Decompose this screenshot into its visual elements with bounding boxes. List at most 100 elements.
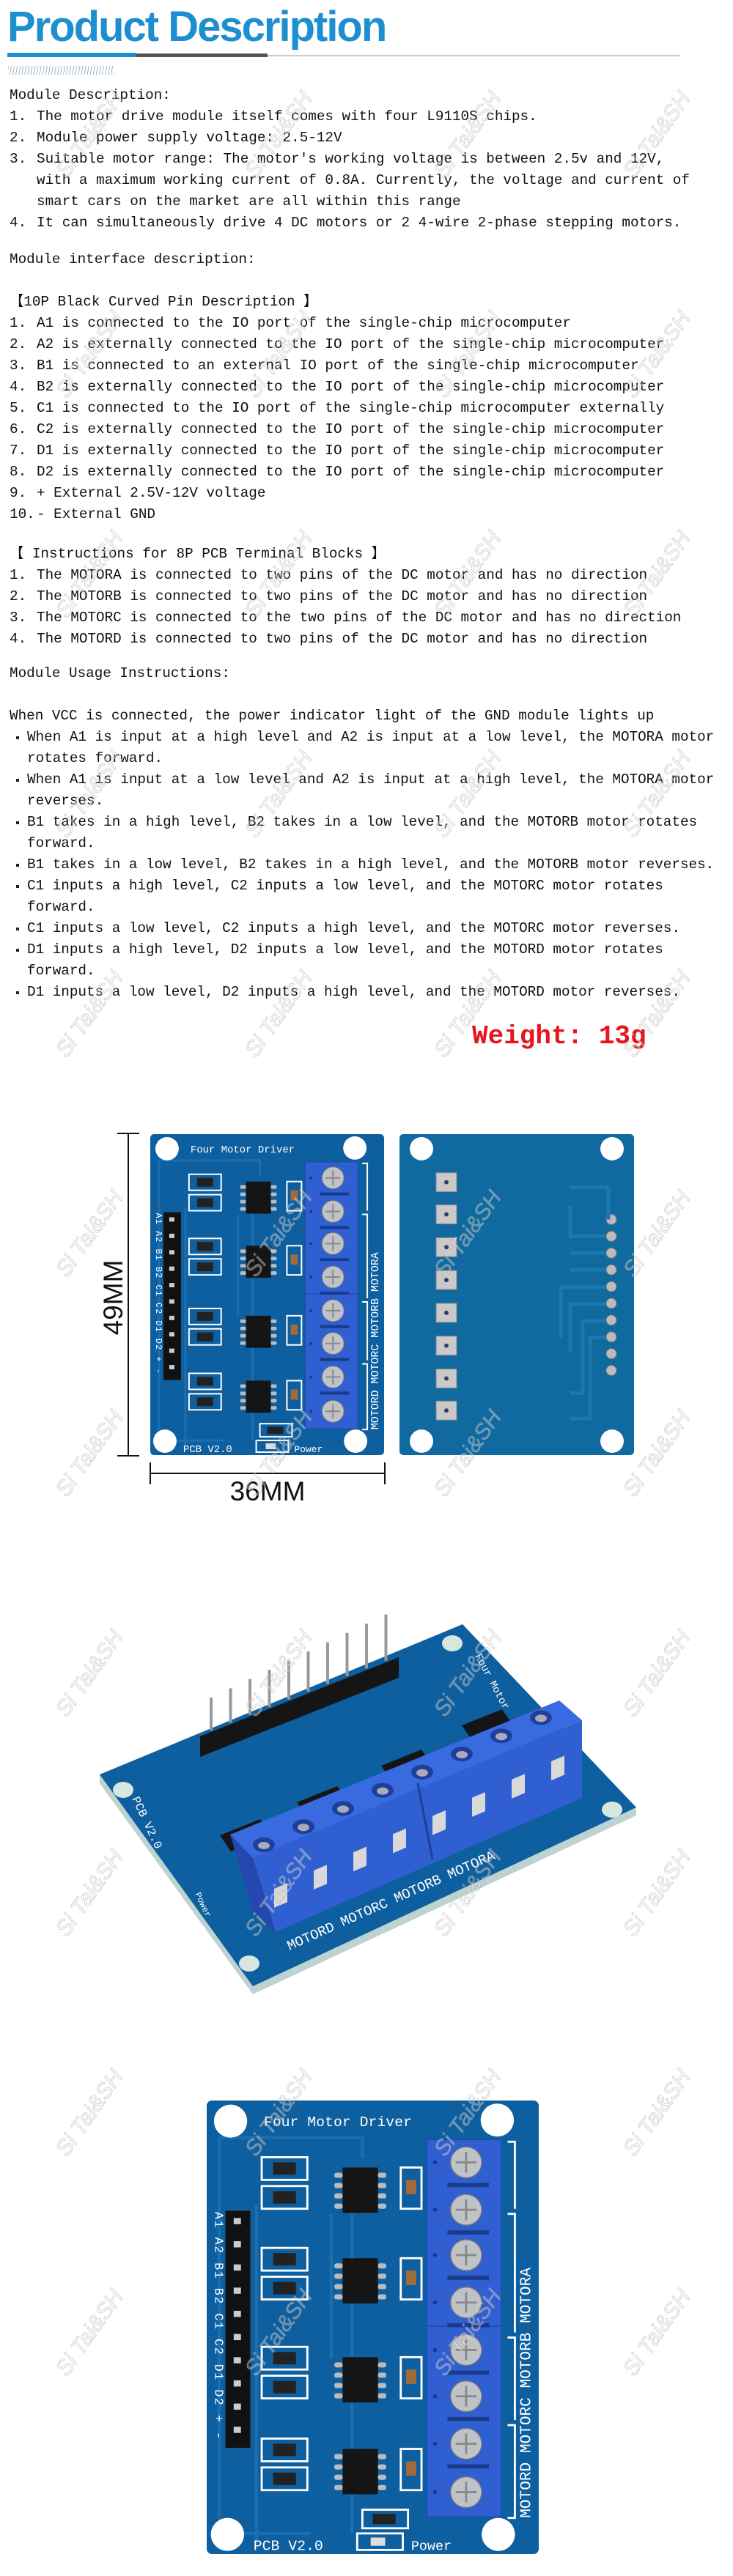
item-text: The motor drive module itself comes with…: [37, 108, 537, 125]
pcb-back: [399, 1134, 634, 1455]
svg-text:A1 A2 B1 B2 C1 C2 D1 D2 + -: A1 A2 B1 B2 C1 C2 D1 D2 + -: [210, 2212, 224, 2440]
pin-label: A2: [210, 2238, 224, 2254]
list-item: 5.C1 is connected to the IO port of the …: [10, 398, 664, 419]
header-pad: [605, 1365, 617, 1376]
solder-pad: [435, 1369, 457, 1388]
item-number: 4.: [10, 631, 27, 647]
bullet-text: D1 inputs a low level, D2 inputs a high …: [27, 984, 680, 1000]
heading-text: Module Description:: [10, 87, 171, 103]
pin-header: [200, 1657, 399, 1757]
watermark: Si Tai&SH: [51, 2284, 129, 2380]
usage-intro: When VCC is connected, the power indicat…: [10, 706, 714, 727]
bullet-item: forward.: [10, 833, 714, 854]
header-pad: [605, 1230, 617, 1242]
subsection-title: 【10P Black Curved Pin Description 】: [10, 292, 664, 313]
svg-text:A1 A2 B1 B2 C1 C2 D1 D2 + -: A1 A2 B1 B2 C1 C2 D1 D2 + -: [153, 1213, 163, 1374]
item-number: 3.: [10, 151, 27, 167]
item-text: D2 is externally connected to the IO por…: [37, 464, 665, 480]
item-number: 7.: [10, 443, 27, 459]
bullet-text: B1 takes in a high level, B2 takes in a …: [27, 814, 698, 830]
list-item: 9.+ External 2.5V-12V voltage: [10, 483, 664, 504]
bullet-icon: [16, 991, 19, 994]
bullet-item: forward.: [10, 961, 714, 982]
list-item: 3. Suitable motor range: The motor's work…: [10, 149, 690, 170]
watermark: Si Tai&SH: [619, 2284, 696, 2380]
mounting-hole: [480, 2103, 515, 2137]
blank-line: [10, 270, 664, 292]
terminal-block: [253, 1720, 582, 1932]
watermark: Si Tai&SH: [619, 2065, 696, 2161]
motor-label: MOTORA: [518, 2268, 536, 2323]
section-heading: Module Usage Instructions:: [10, 663, 714, 684]
item-text: B2 is externally connected to the IO por…: [37, 379, 665, 395]
l9110s-chip: [246, 1315, 271, 1348]
list-item: 2.A2 is externally connected to the IO p…: [10, 334, 664, 355]
bullet-text: forward.: [27, 899, 95, 915]
list-item: 7.D1 is externally connected to the IO p…: [10, 440, 664, 462]
l9110s-chip: [246, 1380, 271, 1413]
svg-text:MOTORD MOTORC MOTORB MOTORA: MOTORD MOTORC MOTORB MOTORA: [518, 2268, 536, 2518]
pin-label: +: [210, 2415, 224, 2424]
header-pad: [605, 1314, 617, 1326]
list-item: 8.D2 is externally connected to the IO p…: [10, 462, 664, 483]
bullet-text: B1 takes in a low level, B2 takes in a h…: [27, 856, 715, 873]
title-underline-grey: [268, 55, 680, 56]
pin-label: B2: [210, 2288, 224, 2305]
width-dimension-tick-right: [384, 1462, 386, 1484]
svg-text:MOTORD MOTORC MOTORB MOTORA: MOTORD MOTORC MOTORB MOTORA: [370, 1252, 382, 1429]
bullet-text: reverses.: [27, 793, 104, 809]
bullet-item: reverses.: [10, 791, 714, 812]
bullet-icon: [16, 885, 19, 888]
bullet-item: C1 inputs a high level, C2 inputs a low …: [10, 876, 714, 897]
list-item: 4.The MOTORD is connected to two pins of…: [10, 629, 681, 650]
pin-label: -: [210, 2432, 224, 2440]
item-text: C2 is externally connected to the IO por…: [37, 421, 665, 437]
header-pad: [605, 1331, 617, 1343]
bullet-text: C1 inputs a low level, C2 inputs a high …: [27, 920, 680, 936]
item-text: It can simultaneously drive 4 DC motors …: [37, 215, 682, 231]
pcb-version: PCB V2.0: [183, 1444, 232, 1455]
pin-label: -: [153, 1369, 163, 1374]
bullet-item: When A1 is input at a high level and A2 …: [10, 727, 714, 748]
height-dimension-label: 49MM: [98, 1259, 128, 1336]
bullet-item: D1 inputs a high level, D2 inputs a low …: [10, 939, 714, 961]
motor-label: MOTORD: [518, 2462, 536, 2518]
pin-label: C2: [210, 2339, 224, 2355]
item-text: Suitable motor range: The motor's workin…: [37, 151, 665, 167]
interface-section: Module interface description:【10P Black …: [10, 249, 664, 525]
list-item: 2.The MOTORB is connected to two pins of…: [10, 586, 681, 607]
item-text: The MOTORC is connected to the two pins …: [37, 610, 682, 626]
mounting-hole: [210, 2517, 244, 2551]
item-number: 3.: [10, 610, 27, 626]
motor-label: MOTORC: [370, 1344, 382, 1384]
pin-label: A2: [153, 1231, 163, 1243]
bullet-item: When A1 is input at a low level and A2 i…: [10, 769, 714, 791]
l9110s-chip: [246, 1181, 271, 1214]
pcb-version: PCB V2.0: [254, 2538, 323, 2554]
bullet-text: When A1 is input at a low level and A2 i…: [27, 771, 715, 788]
blank-line: [10, 684, 714, 706]
list-item: 1.The MOTORA is connected to two pins of…: [10, 565, 681, 586]
height-dimension-tick-bottom: [117, 1455, 139, 1457]
bullet-text: C1 inputs a high level, C2 inputs a low …: [27, 878, 663, 894]
pin-label: C1: [210, 2313, 224, 2330]
intro-text: When VCC is connected, the power indicat…: [10, 708, 655, 724]
section-heading: Module Description:: [10, 85, 690, 106]
item-number: 2.: [10, 130, 27, 146]
item-number: 1.: [10, 567, 27, 583]
item-text: - External GND: [37, 506, 155, 522]
bullet-item: rotates forward.: [10, 748, 714, 769]
pin-label: D1: [210, 2364, 224, 2381]
mounting-hole: [213, 2104, 248, 2138]
weight-label: Weight: 13g: [472, 1021, 647, 1051]
power-label: Power: [411, 2539, 452, 2554]
item-text: A1 is connected to the IO port of the si…: [37, 315, 571, 331]
item-text: smart cars on the market are all within …: [37, 193, 461, 210]
header-pad: [605, 1264, 617, 1276]
pin-label: C1: [153, 1284, 163, 1296]
list-item: 1.The motor drive module itself comes wi…: [10, 106, 690, 127]
bullet-item: B1 takes in a high level, B2 takes in a …: [10, 812, 714, 833]
subsection-title: 【 Instructions for 8P PCB Terminal Block…: [10, 544, 681, 565]
item-text: + External 2.5V-12V voltage: [37, 485, 266, 501]
